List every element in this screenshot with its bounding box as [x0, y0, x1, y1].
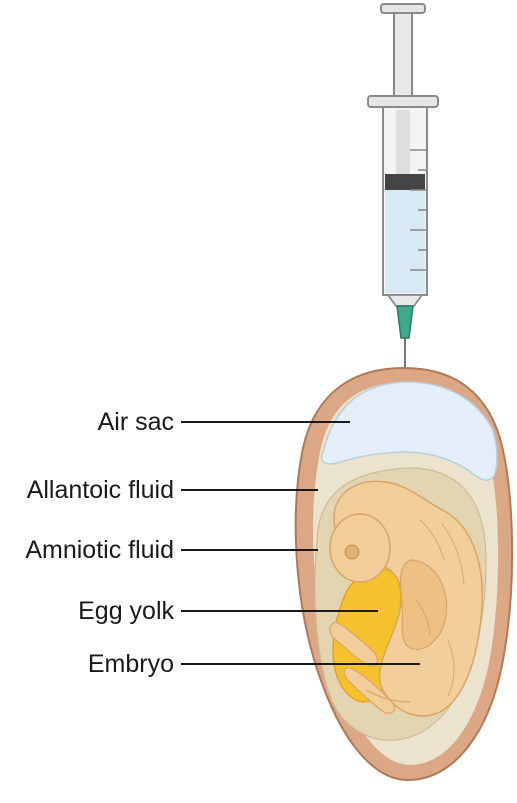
embryo-label: Embryo [88, 649, 174, 679]
allantoic-fluid-label: Allantoic fluid [27, 475, 174, 505]
air-sac-label: Air sac [98, 407, 174, 437]
egg-yolk-label: Egg yolk [78, 596, 174, 626]
amniotic-fluid-label: Amniotic fluid [25, 535, 174, 565]
